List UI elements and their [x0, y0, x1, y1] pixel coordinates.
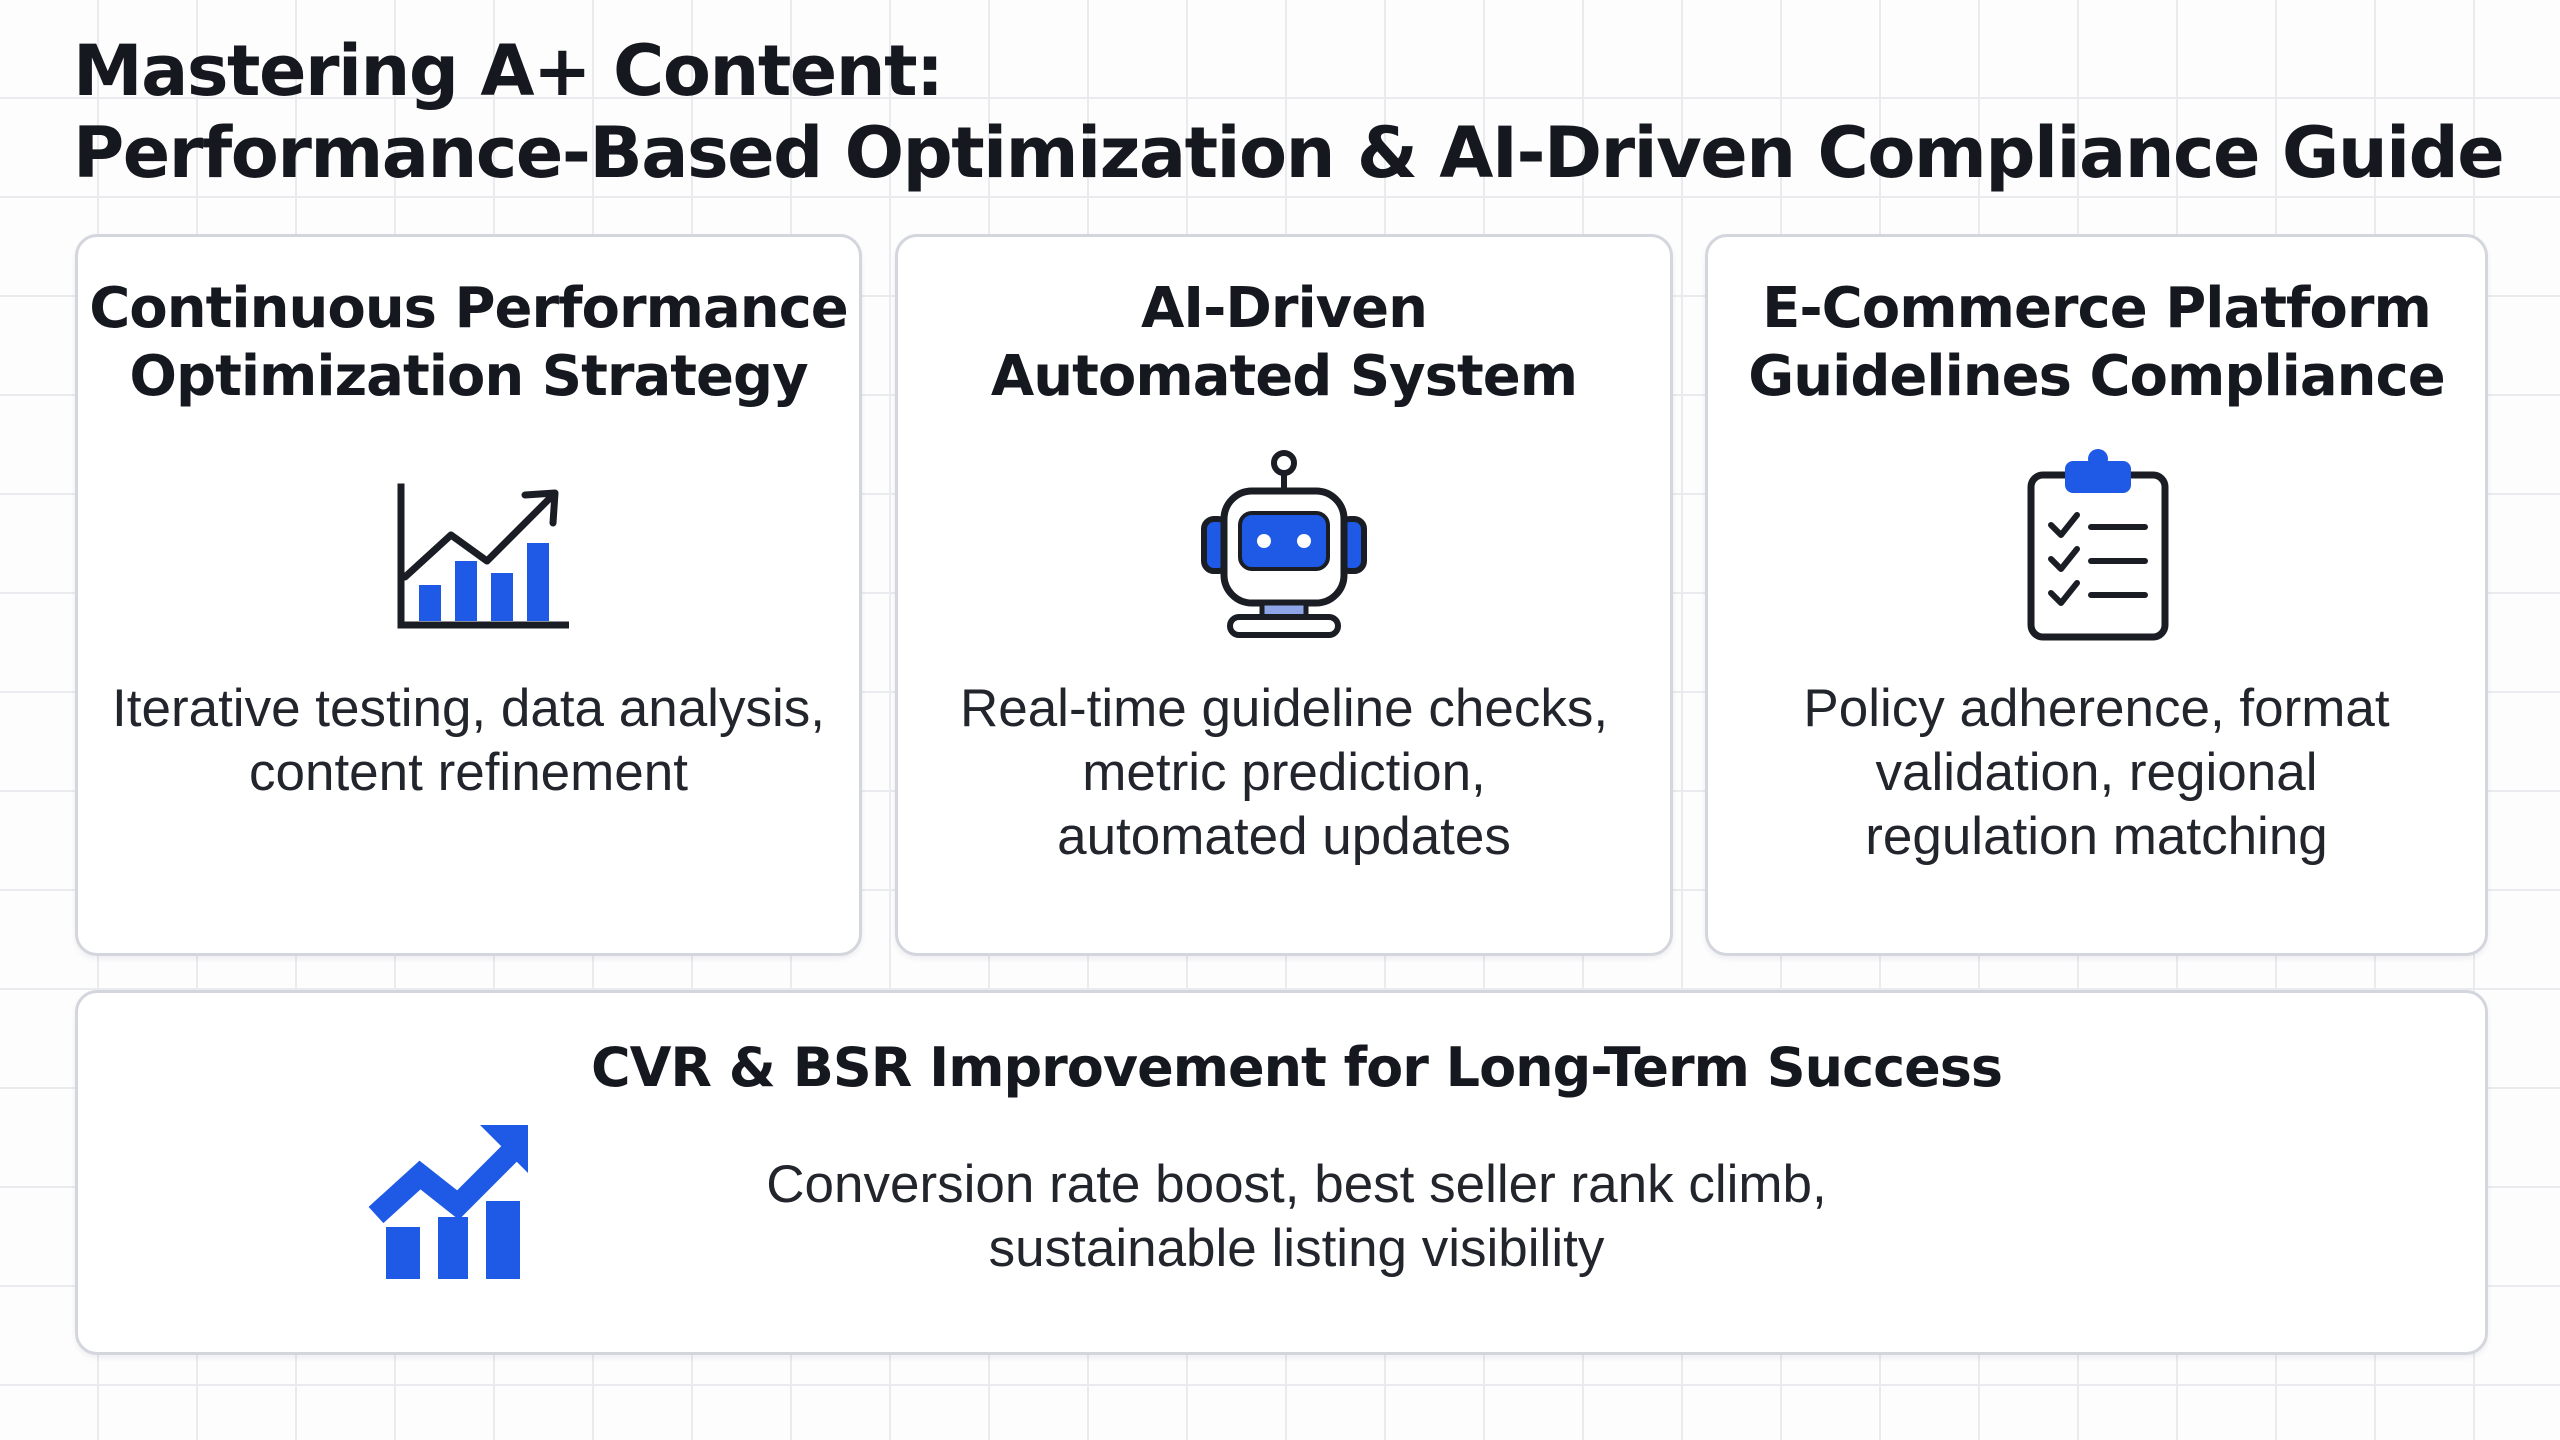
card-description: Policy adherence, format validation, reg… [1708, 677, 2485, 869]
card-title-line: AI-Driven [1140, 276, 1428, 341]
card-title-line: Automated System [990, 344, 1578, 409]
card-description-line: sustainable listing visibility [988, 1219, 1605, 1278]
card-description-line: Conversion rate boost, best seller rank … [766, 1155, 1827, 1214]
robot-icon [1184, 447, 1384, 647]
card-description: Iterative testing, data analysis, conten… [78, 677, 859, 805]
card-description-line: content refinement [249, 743, 688, 802]
card-title-line: Guidelines Compliance [1748, 344, 2445, 409]
card-performance-optimization: Continuous Performance Optimization Stra… [75, 234, 862, 956]
page-title-line-2: Performance-Based Optimization & AI-Driv… [73, 112, 2505, 194]
card-ai-automated-system: AI-Driven Automated System Real-time gui… [895, 234, 1673, 956]
card-description-line: Policy adherence, format [1803, 679, 2390, 738]
clipboard-checklist-icon [1997, 447, 2197, 647]
growth-chart-icon [368, 1123, 538, 1283]
card-title: E-Commerce Platform Guidelines Complianc… [1708, 275, 2485, 411]
card-description-line: automated updates [1057, 807, 1511, 866]
page-title-line-1: Mastering A+ Content: [73, 30, 944, 112]
card-description-line: regulation matching [1865, 807, 2328, 866]
card-cvr-bsr-improvement: CVR & BSR Improvement for Long-Term Succ… [75, 990, 2488, 1355]
bar-chart-trend-icon [369, 447, 569, 647]
card-platform-compliance: E-Commerce Platform Guidelines Complianc… [1705, 234, 2488, 956]
page-title: Mastering A+ Content: Performance-Based … [73, 30, 2505, 194]
card-title: CVR & BSR Improvement for Long-Term Succ… [591, 1036, 2003, 1099]
card-title: Continuous Performance Optimization Stra… [78, 275, 859, 411]
card-title: AI-Driven Automated System [898, 275, 1670, 411]
card-title-line: Optimization Strategy [129, 344, 808, 409]
card-description: Conversion rate boost, best seller rank … [78, 1153, 2485, 1281]
card-description-line: metric prediction, [1082, 743, 1486, 802]
card-description: Real-time guideline checks, metric predi… [898, 677, 1670, 869]
card-title-line: Continuous Performance [89, 276, 849, 341]
card-title-line: E-Commerce Platform [1762, 276, 2432, 341]
card-description-line: validation, regional [1875, 743, 2318, 802]
card-description-line: Real-time guideline checks, [959, 679, 1609, 738]
card-description-line: Iterative testing, data analysis, [112, 679, 825, 738]
